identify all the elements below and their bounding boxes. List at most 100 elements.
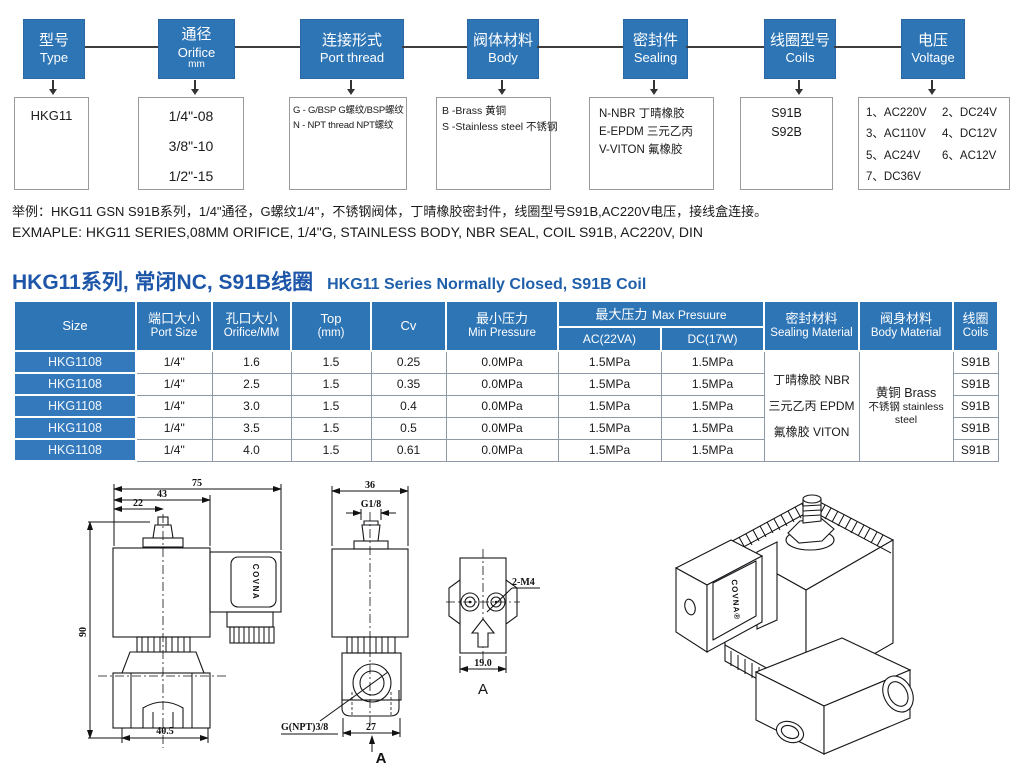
table-cell: 0.0MPa	[445, 416, 559, 440]
sealing-material-cell: 丁晴橡胶 NBR 三元乙丙 EPDM 氟橡胶 VITON	[763, 350, 860, 462]
table-cell: HKG1108	[13, 394, 137, 418]
dim-total-width: 75	[192, 478, 202, 489]
option-voltage: 7、DC36V	[866, 170, 921, 183]
view-label: A	[478, 681, 488, 698]
option-sealing: V-VITON 氟橡胶	[599, 144, 683, 156]
down-arrow-icon	[931, 80, 933, 89]
table-cell: 1.5	[290, 394, 372, 418]
flow-connector-line	[235, 46, 300, 48]
flow-connector-line	[85, 46, 158, 48]
col-header-max-pressure: 最大压力 Max Presuure	[556, 300, 766, 328]
col-header-cv: Cv	[370, 300, 447, 352]
col-header-top: Top(mm)	[290, 300, 372, 352]
table-cell: S91B	[952, 350, 999, 374]
series-title-en: HKG11 Series Normally Closed, S91B Coil	[327, 276, 647, 293]
flow-connector-line	[686, 46, 764, 48]
option-voltage: 6、AC12V	[942, 149, 997, 162]
table-cell: 1/4"	[135, 416, 213, 440]
dim-body-width: 40.5	[156, 726, 174, 737]
table-cell: 0.0MPa	[445, 394, 559, 418]
option-voltage: 5、AC24V	[866, 149, 921, 162]
option-sealing: E-EPDM 三元乙丙	[599, 126, 693, 138]
flow-options-port-thread: G - G/BSP G螺纹/BSP螺纹 N - NPT thread NPT螺纹	[289, 97, 407, 190]
covna-brand-label: COVNA	[251, 564, 260, 600]
section-view-drawing: 2-M4 19.0 A	[446, 549, 540, 698]
series-title-cn: HKG11系列, 常闭NC, S91B线圈	[12, 271, 314, 294]
isometric-view-drawing: COVNA®	[674, 494, 914, 755]
down-arrow-icon	[653, 80, 655, 89]
flow-box-port-cn: 连接形式	[321, 31, 382, 49]
top-port-label: G1/8	[361, 499, 382, 510]
down-arrow-icon	[501, 80, 503, 89]
front-view-drawing: 36 G1/8 27 A	[331, 480, 409, 767]
down-arrow-icon	[191, 89, 199, 95]
table-cell: 1/4"	[135, 394, 213, 418]
table-cell: 0.35	[370, 372, 447, 396]
table-row: HKG1108 1/4" 3.0 1.5 0.4 0.0MPa 1.5MPa 1…	[13, 394, 999, 418]
dim-front-width: 36	[365, 480, 375, 491]
table-cell: 0.25	[370, 350, 447, 374]
table-cell: 0.4	[370, 394, 447, 418]
down-arrow-icon	[347, 89, 355, 95]
table-cell: 1.5	[290, 416, 372, 440]
table-cell: 0.0MPa	[445, 350, 559, 374]
table-cell: HKG1108	[13, 372, 137, 396]
col-header-max-dc: DC(17W)	[659, 326, 766, 352]
flow-options-voltage: 1、AC220V 2、DC24V 3、AC110V 4、DC12V 5、AC24…	[858, 97, 1010, 190]
table-cell: S91B	[952, 394, 999, 418]
table-cell: 1.5	[290, 372, 372, 396]
flow-box-body-en: Body	[488, 50, 518, 66]
flow-box-sealing-cn: 密封件	[632, 31, 678, 49]
option-coil: S92B	[771, 125, 802, 139]
flow-box-coils: 线圈型号 Coils	[764, 19, 836, 79]
option-type-model: HKG11	[30, 108, 73, 123]
table-cell: 1.5MPa	[660, 372, 765, 396]
flow-box-orifice-sub: mm	[188, 59, 205, 71]
table-row: HKG1108 1/4" 2.5 1.5 0.35 0.0MPa 1.5MPa …	[13, 372, 999, 396]
table-cell: 1.5MPa	[557, 372, 662, 396]
dim-stem-offset: 22	[133, 498, 143, 509]
flow-options-coils: S91B S92B	[740, 97, 833, 190]
flow-box-sealing: 密封件 Sealing	[623, 19, 688, 79]
flow-box-type-en: Type	[39, 50, 69, 66]
down-arrow-icon	[350, 80, 352, 89]
option-voltage: 2、DC24V	[942, 107, 997, 119]
screws-callout: 2-M4	[512, 577, 535, 588]
flow-box-port-thread: 连接形式 Port thread	[300, 19, 404, 79]
flow-options-orifice: 1/4"-08 3/8"-10 1/2"-15	[138, 97, 244, 190]
down-arrow-icon	[52, 80, 54, 89]
table-row: HKG1108 1/4" 3.5 1.5 0.5 0.0MPa 1.5MPa 1…	[13, 416, 999, 440]
flow-direction-arrow-icon	[470, 618, 496, 648]
flow-box-voltage: 电压 Voltage	[901, 19, 965, 79]
table-cell: 0.0MPa	[445, 438, 559, 462]
flow-box-sealing-en: Sealing	[633, 50, 678, 66]
flow-connector-line	[834, 46, 901, 48]
col-header-size: Size	[13, 300, 137, 352]
option-body: B -Brass 黄铜	[442, 105, 507, 117]
down-arrow-icon	[798, 80, 800, 89]
table-cell: 1.5MPa	[557, 416, 662, 440]
flow-options-sealing: N-NBR 丁晴橡胶 E-EPDM 三元乙丙 V-VITON 氟橡胶	[589, 97, 714, 190]
covna-brand-label-iso: COVNA®	[730, 579, 742, 620]
down-arrow-icon	[49, 89, 57, 95]
dim-coil-width: 43	[157, 489, 167, 500]
flow-box-body-cn: 阀体材料	[472, 31, 533, 49]
example-line-cn: 举例：HKG11 GSN S91B系列，1/4"通径，G螺纹1/4"，不锈钢阀体…	[12, 204, 768, 219]
table-cell: HKG1108	[13, 416, 137, 440]
flow-box-orifice: 通径 Orifice mm	[158, 19, 235, 79]
flow-box-body: 阀体材料 Body	[467, 19, 539, 79]
flow-connector-line	[537, 46, 623, 48]
table-cell: HKG1108	[13, 438, 137, 462]
flow-connector-line	[402, 46, 467, 48]
table-row: HKG1108 1/4" 4.0 1.5 0.61 0.0MPa 1.5MPa …	[13, 438, 999, 462]
table-cell: 1.5	[290, 438, 372, 462]
body-material-cell: 黄铜 Brass 不锈钢 stainless steel	[858, 350, 954, 462]
table-cell: 0.61	[370, 438, 447, 462]
option-voltage: 1、AC220V	[866, 107, 927, 119]
flow-box-orifice-cn: 通径	[181, 26, 212, 44]
